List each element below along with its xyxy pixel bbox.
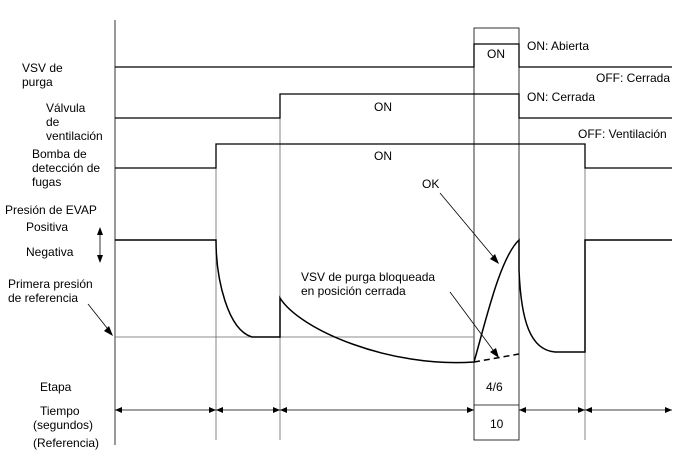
ok-pointer — [439, 192, 497, 261]
purge-vsv-label-1: VSV de — [22, 61, 63, 75]
purge-vsv-on-text: ON — [487, 47, 505, 61]
purge-vsv-waveform — [115, 43, 672, 68]
stuck-closed-label-2: en posición cerrada — [301, 284, 406, 298]
time-label-2: (segundos) — [33, 418, 93, 432]
ok-pointer-head — [490, 254, 499, 264]
pressure-positive-label: Positiva — [26, 220, 68, 234]
stuck-closed-label-1: VSV de purga bloqueada — [301, 270, 435, 284]
leak-pump-label-3: fugas — [32, 175, 61, 189]
pressure-arrow-head-up — [97, 227, 103, 235]
leak-pump-waveform — [115, 143, 672, 169]
first-reference-pointer-head — [104, 326, 113, 336]
leak-pump-on-text: ON — [374, 149, 392, 163]
purge-vsv-on-state: ON: Abierta — [527, 39, 589, 53]
purge-vsv-label-2: purga — [22, 75, 53, 89]
pressure-arrow-head-down — [97, 255, 103, 263]
leak-pump-label-2: detección de — [32, 161, 100, 175]
first-reference-label-1: Primera presión — [8, 277, 93, 291]
vent-valve-waveform — [115, 93, 672, 119]
stuck-closed-pointer-head — [490, 348, 499, 358]
first-reference-label-2: de referencia — [8, 291, 78, 305]
stuck-closed-dashed-curve — [473, 353, 520, 363]
vent-valve-label-1: Válvula — [46, 101, 86, 115]
purge-vsv-off-state: OFF: Cerrada — [596, 71, 670, 85]
pressure-title: Presión de EVAP — [5, 203, 97, 217]
vent-valve-label-2: de — [46, 115, 60, 129]
reference-label: (Referencia) — [33, 436, 99, 450]
time-label-1: Tiempo — [40, 404, 80, 418]
vent-valve-label-3: ventilación — [46, 129, 103, 143]
stage-label: Etapa — [40, 380, 72, 394]
stage-value: 4/6 — [486, 380, 503, 394]
stuck-closed-pointer — [449, 291, 497, 355]
time-arrows — [115, 407, 672, 413]
pressure-waveform — [115, 238, 672, 364]
stage-highlight-box — [473, 27, 520, 441]
vent-valve-on-state: ON: Cerrada — [527, 90, 595, 104]
pressure-negative-label: Negativa — [26, 245, 74, 259]
leak-pump-label-1: Bomba de — [32, 147, 87, 161]
vent-valve-on-text: ON — [374, 100, 392, 114]
vent-valve-off-state: OFF: Ventilación — [578, 127, 667, 141]
time-value: 10 — [490, 417, 504, 431]
ok-label: OK — [422, 177, 439, 191]
